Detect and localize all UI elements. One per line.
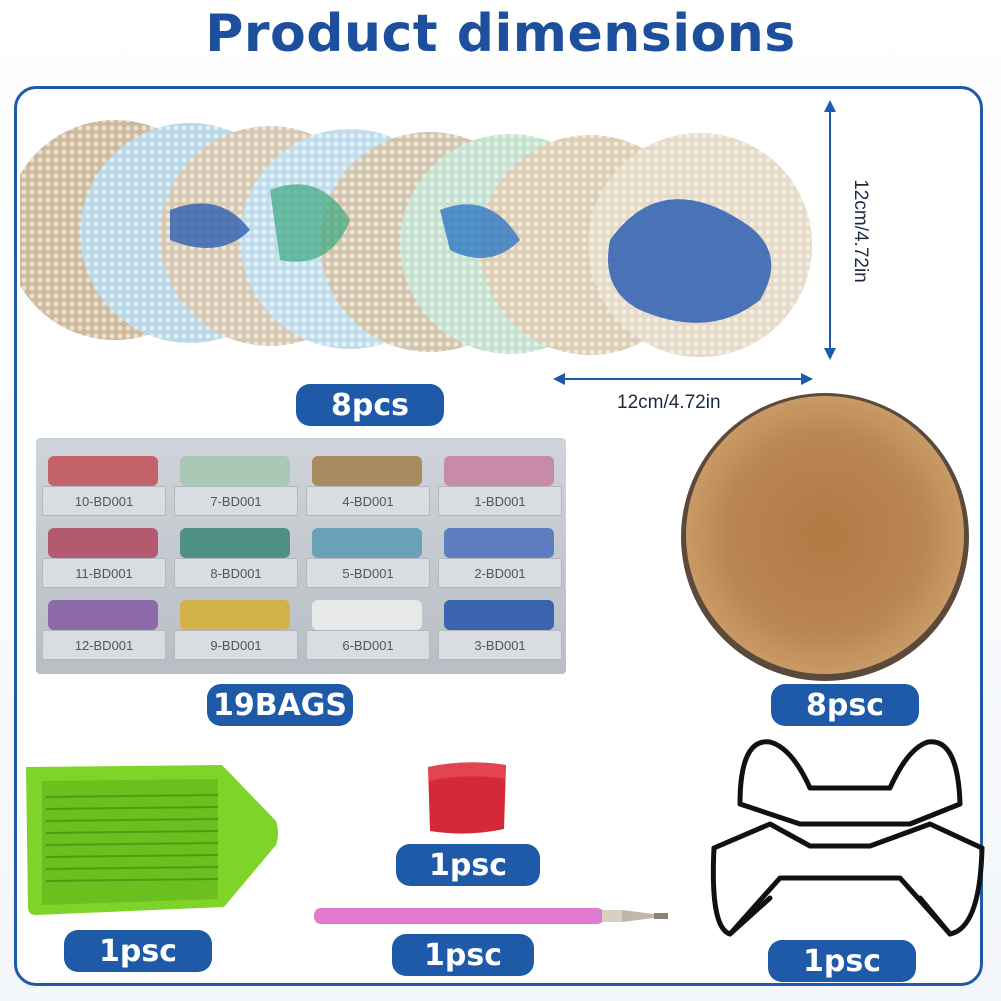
glue-count-badge: 1psc — [396, 844, 540, 886]
holder-count-badge: 1psc — [768, 940, 916, 982]
page-title: Product dimensions — [205, 4, 796, 64]
bag-label: 1-BD001 — [438, 486, 562, 516]
pen-count-badge: 1psc — [392, 934, 534, 976]
bag-label: 11-BD001 — [42, 558, 166, 588]
bag-label: 12-BD001 — [42, 630, 166, 660]
bag-label: 2-BD001 — [438, 558, 562, 588]
tray-image — [26, 765, 278, 915]
pen-image — [314, 908, 668, 924]
bags-count-badge: 19BAGS — [207, 684, 353, 726]
coasters-count-badge: 8pcs — [296, 384, 444, 426]
cork-coaster-image — [681, 393, 969, 681]
coasters-image — [20, 120, 812, 357]
diamond-bags-image: 10-BD001 7-BD001 4-BD001 1-BD001 11-BD00… — [36, 438, 566, 674]
bag-label: 3-BD001 — [438, 630, 562, 660]
width-label: 12cm/4.72in — [617, 392, 721, 413]
width-arrow — [553, 373, 813, 385]
height-label: 12cm/4.72in — [850, 179, 871, 283]
bag-label: 7-BD001 — [174, 486, 298, 516]
glue-clay-image — [428, 762, 506, 834]
cork-count-badge: 8psc — [771, 684, 919, 726]
height-arrow — [824, 100, 836, 360]
bag-label: 9-BD001 — [174, 630, 298, 660]
holder-image — [710, 739, 985, 937]
bag-label: 6-BD001 — [306, 630, 430, 660]
bag-label: 8-BD001 — [174, 558, 298, 588]
bag-label: 10-BD001 — [42, 486, 166, 516]
bag-label: 5-BD001 — [306, 558, 430, 588]
tray-count-badge: 1psc — [64, 930, 212, 972]
bag-label: 4-BD001 — [306, 486, 430, 516]
